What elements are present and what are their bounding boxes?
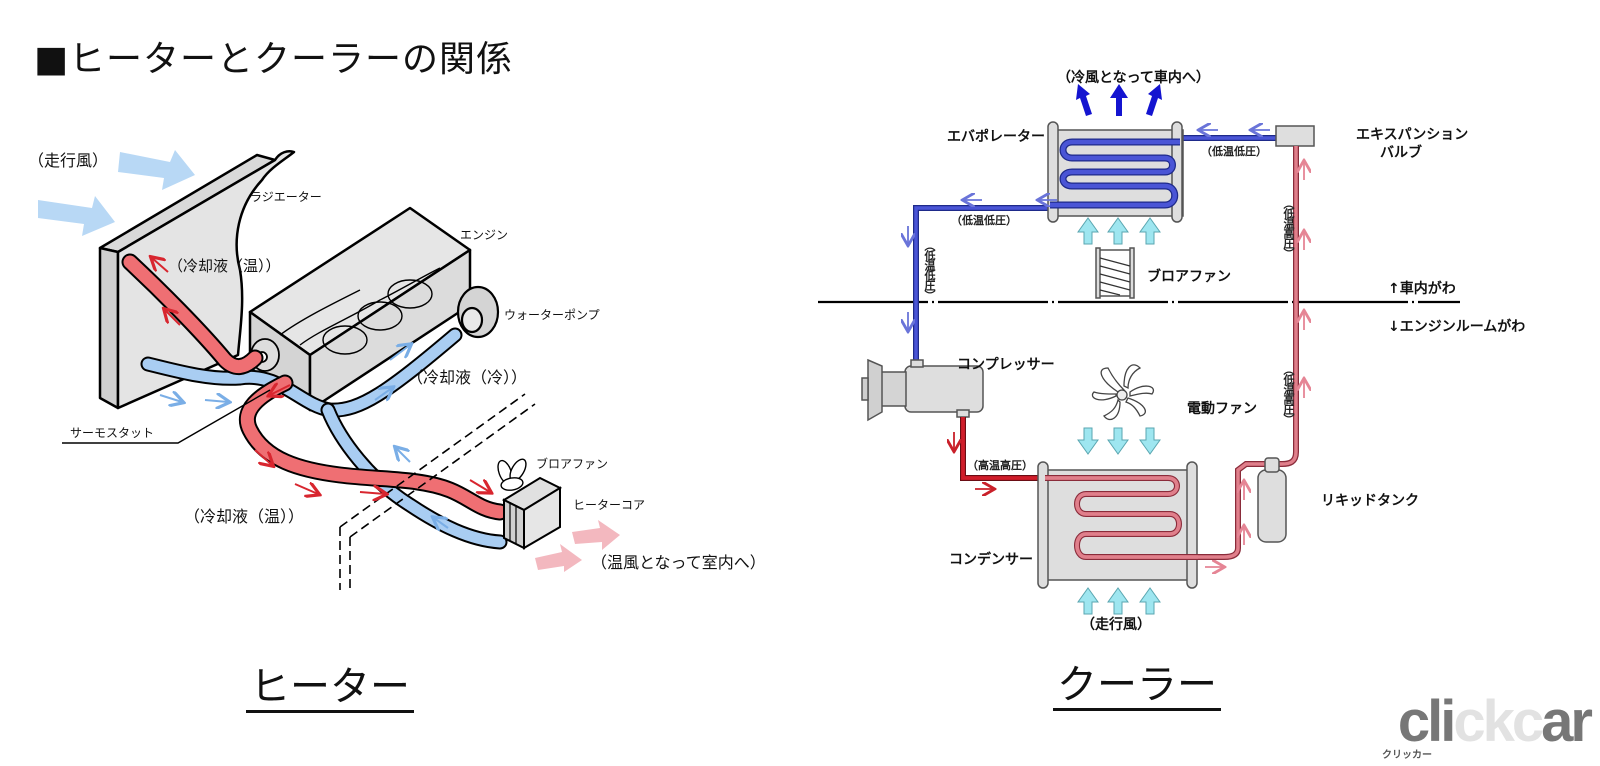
label-compressor: コンプレッサー (957, 357, 1055, 373)
water-pump (456, 285, 500, 339)
flow-arrows-cold (159, 345, 449, 528)
cold-air-arrow (1146, 84, 1162, 116)
label-cabin-side: ↑車内がわ (1388, 281, 1456, 297)
page-title: ■ヒーターとクーラーの関係 (34, 39, 514, 80)
cold-air-arrow (1110, 84, 1128, 116)
evaporator-air-arrows (1077, 217, 1161, 245)
wind-arrow (118, 150, 195, 190)
label-heater-blower-fan: ブロアファン (536, 457, 609, 471)
label-engine-room-side: ↓エンジンルームがわ (1388, 319, 1526, 335)
refrigerant-flow-arrows-low (908, 130, 1270, 330)
coolant-hot-pipes (121, 253, 509, 521)
label-running-wind-cooler: （走行風） (1081, 617, 1151, 633)
label-electric-fan: 電動ファン (1187, 401, 1257, 417)
label-coolant-hot-top: （冷却液（温）） (168, 257, 281, 275)
label-low-temp-high-press-upper: （低温高圧） (1282, 198, 1295, 258)
label-condenser: コンデンサー (949, 552, 1033, 568)
label-expansion-valve-2: バルブ (1380, 145, 1422, 161)
logo-text-a: cli (1397, 689, 1456, 754)
label-radiator: ラジエーター (250, 190, 322, 204)
watermark-logo: clickcar (1397, 688, 1593, 755)
label-water-pump: ウォーターポンプ (504, 308, 600, 322)
thermostat-leader-line (62, 389, 271, 444)
logo-text-b: ckc (1453, 689, 1544, 754)
heater-blower-fan (497, 458, 527, 491)
refrigerant-flow-arrows-high (1205, 162, 1304, 567)
watermark-logo-sub: クリッカー (1382, 750, 1432, 761)
cold-air-arrow (1076, 84, 1092, 116)
warm-air-arrow (535, 544, 582, 572)
logo-text-c: ar (1541, 689, 1593, 754)
heater-diagram (38, 150, 620, 590)
firewall-dashed (339, 393, 536, 590)
condenser-wind-arrows (1077, 587, 1161, 615)
label-coolant-cold: （冷却液（冷）） (407, 368, 528, 387)
label-thermostat: サーモスタット (70, 426, 155, 440)
cabin-blower-fan (1095, 247, 1135, 299)
heater-section-title: ヒーター (246, 664, 414, 713)
label-low-temp-low-press-vertical: （低温低圧） (923, 240, 936, 300)
label-evaporator: エバポレーター (947, 129, 1045, 145)
label-warm-air: （温風となって室内へ） (591, 553, 766, 572)
liquid-tank (1257, 457, 1287, 543)
label-low-temp-high-press-lower: （低温高圧） (1282, 364, 1295, 424)
condenser (1037, 461, 1198, 589)
warm-air-arrows (535, 520, 620, 572)
compressor (861, 358, 984, 422)
label-cold-air: （冷風となって車内へ） (1057, 70, 1210, 86)
expansion-valve (1275, 125, 1315, 147)
running-wind-arrows (38, 150, 195, 236)
label-low-temp-low-press-top: （低温低圧） (1201, 145, 1267, 158)
wind-arrow (38, 196, 115, 236)
label-liquid-tank: リキッドタンク (1321, 493, 1419, 509)
flow-arrows-hot (152, 258, 490, 494)
heater-core (501, 476, 563, 550)
cold-air-arrows (1076, 84, 1162, 116)
label-expansion-valve-1: エキスパンション (1356, 127, 1469, 143)
radiator (98, 150, 296, 410)
warm-air-arrow (572, 520, 620, 550)
label-cabin-blower-fan: ブロアファン (1147, 269, 1231, 285)
label-heater-core: ヒーターコア (573, 498, 646, 512)
cooler-diagram (818, 84, 1460, 615)
label-low-temp-low-press-left: （低温低圧） (951, 214, 1017, 227)
label-engine: エンジン (460, 228, 509, 242)
refrigerant-flow-arrows-hot (954, 432, 993, 489)
label-running-wind-heater: （走行風） (28, 151, 109, 170)
electric-fan (1091, 364, 1154, 421)
electric-fan-arrows (1077, 427, 1161, 455)
evaporator (1047, 121, 1184, 223)
label-coolant-hot-bottom: （冷却液（温）） (184, 507, 305, 526)
cooler-section-title: クーラー (1053, 662, 1221, 711)
label-high-temp-high-press: （高温高圧） (967, 459, 1033, 472)
